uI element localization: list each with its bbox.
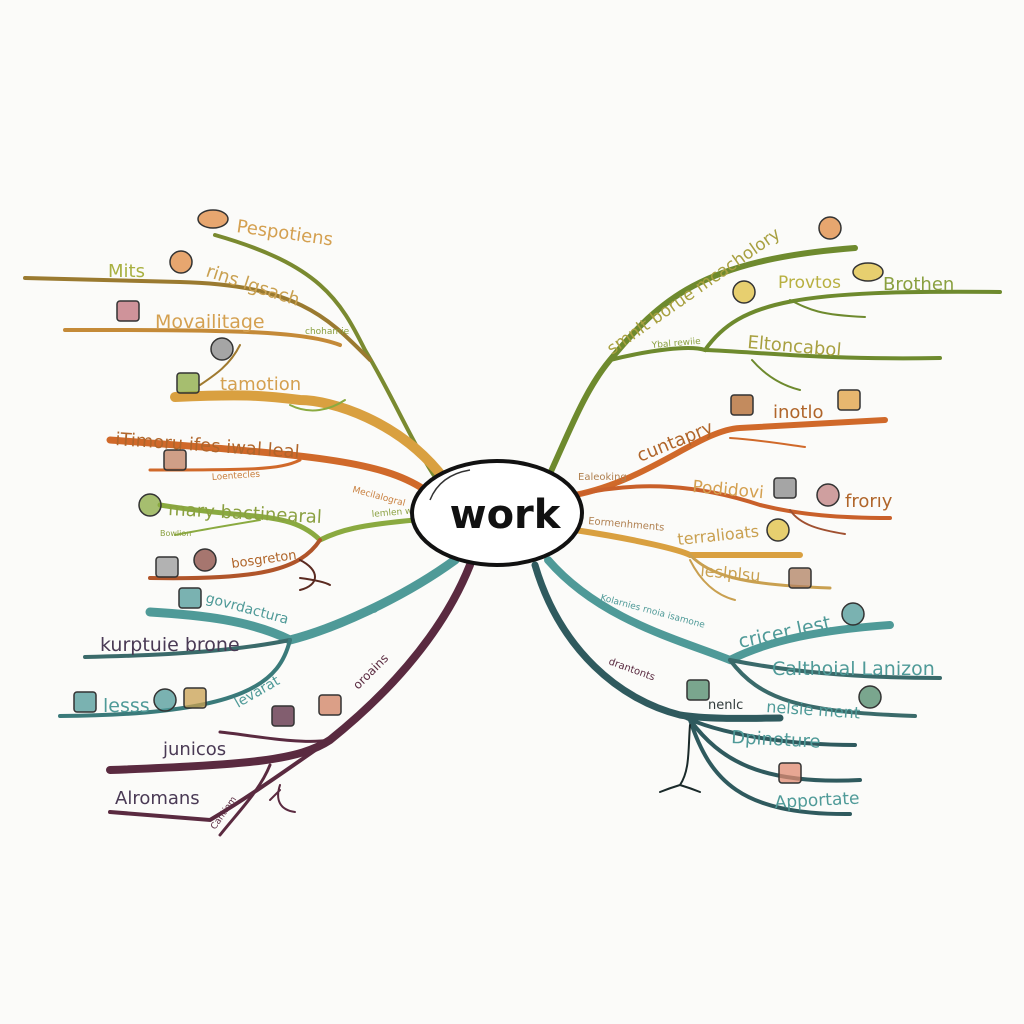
branch-dpinoture [678,713,857,747]
node-label[interactable]: Mecilalogral [351,485,406,509]
node-label[interactable]: junicos [162,739,226,760]
node-label[interactable]: Brothen [883,274,954,295]
node-label[interactable]: terralioats [676,522,759,549]
lightning-icon [852,262,884,282]
branch-eltoncabol [703,348,942,361]
green-badge-icon [858,685,882,709]
branch-mary [157,502,418,544]
node-label[interactable]: bosgreton [230,548,297,572]
node-label[interactable]: iTimoru ifes iwal leal [115,429,301,463]
faces-icon [210,337,234,361]
branch-junicos-twig [218,730,332,743]
node-label[interactable]: Dpinoture [731,727,821,753]
branch-twig-g [689,559,736,601]
icons [73,209,884,784]
node-label[interactable]: Ybal rewiie [650,337,701,351]
branch-apportate [688,718,852,817]
checkmark-icon [153,688,177,712]
branch-gold-main [170,390,450,485]
node-label[interactable]: kurptuie brone [100,634,240,656]
node-label[interactable]: Podidovi [692,477,765,503]
fox-icon [818,216,842,240]
face-icon [169,250,193,274]
emoji-icon [732,280,756,304]
branch-alromans [108,738,332,823]
node-label[interactable]: leslplsu [700,561,762,585]
bottle-icon [271,705,295,727]
branch-twig-e [789,509,846,535]
branches [23,233,1002,837]
branch-bowlion [174,519,261,536]
cookie-icon [816,483,840,507]
node-label[interactable]: Calthoial Lanizon [772,658,935,680]
tape-icon [155,556,179,578]
calendar-icon [730,394,754,416]
branch-cantiom [218,763,272,837]
branch-root-c [659,724,701,793]
branch-machine [688,718,862,783]
node-label[interactable]: Loentecles [212,470,261,483]
node-label[interactable]: Alromans [115,788,200,809]
money-bag-icon [138,493,162,517]
tablet-icon [178,587,202,609]
node-label[interactable]: tamotion [220,374,301,395]
branch-twig-a [199,344,241,386]
smiley-icon [766,518,790,542]
node-label[interactable]: Ealeoking [578,472,627,483]
branch-olive-right [545,245,858,481]
house-icon [837,389,861,411]
branch-brothen [608,289,1002,362]
building-icon [686,679,710,701]
node-label[interactable]: Cantiom [209,795,239,832]
branch-orange-right [572,417,888,498]
branch-root-a [299,559,331,591]
branch-twig-b [289,399,346,412]
hand-icon [318,694,342,716]
node-label[interactable]: nenlc [708,698,743,713]
globe-icon [841,602,865,626]
branch-nelsie [728,658,917,718]
lips-icon [197,209,229,229]
branch-root-b [269,784,296,813]
machine-icon [778,762,802,784]
branch-twig-f [729,437,806,448]
node-label[interactable]: lesss [103,695,150,717]
node-label[interactable]: Callientente [319,604,379,637]
branch-movailitage [63,328,342,347]
node-label[interactable]: Mits [108,261,145,282]
heart-icon [193,548,217,572]
branch-calthoial [728,658,942,680]
node-label[interactable]: chohamie [305,327,350,337]
branch-orange-left [106,436,429,494]
node-label[interactable]: Bowlion [160,529,191,538]
central-node[interactable]: work [410,459,584,567]
node-label[interactable]: cricer lest [736,612,832,653]
central-node-label: work [450,492,562,538]
branch-bosgreton [148,538,322,581]
branch-darkteal-right [531,561,784,722]
person-icon [163,449,187,471]
node-label[interactable]: mary bactinearal [168,499,323,528]
branch-twig-d [789,299,866,318]
node-label[interactable]: Movailitage [155,311,265,333]
laptop-icon [176,372,200,394]
central-node-inner-stroke [429,469,471,501]
node-label[interactable]: inotlo [773,402,824,423]
branch-kurptuie [83,638,292,659]
node-label[interactable]: Apportate [774,789,860,813]
clipboard-icon [773,477,797,499]
node-label[interactable]: frorıy [845,491,893,512]
node-label[interactable]: Provtos [778,273,841,293]
document-icon [183,687,207,709]
central-node-outline [410,459,584,567]
branch-twig-c [751,359,801,391]
cat-icon [116,300,140,322]
branch-frorıy [573,484,892,520]
branch-mits [23,276,372,362]
branch-lesss [58,638,292,718]
pen-icon [73,691,97,713]
box-icon [788,567,812,589]
node-label[interactable]: Eltoncabol [747,332,843,361]
